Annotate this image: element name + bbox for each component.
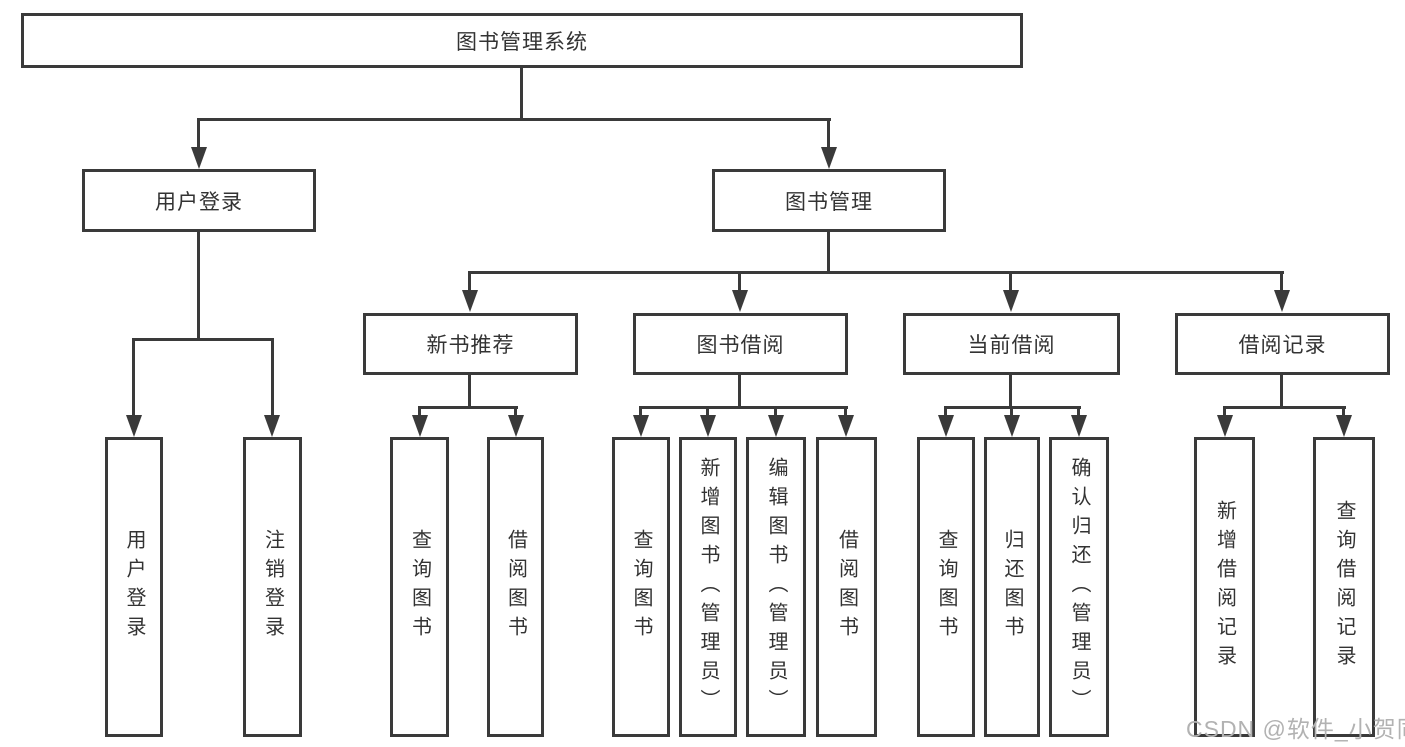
connector-currentborrow-stem: [1009, 375, 1012, 409]
arrow-leaf: [1004, 415, 1020, 437]
leaf-borrow-books-2: 借阅图书: [816, 437, 877, 737]
arrow-book-mgmt: [821, 147, 837, 169]
connector-newbook-stem: [468, 375, 471, 409]
leaf-confirm-return-admin-label: 确认归还（管理员）: [1068, 456, 1090, 718]
connector-bookborrow-bar: [639, 406, 848, 409]
leaf-edit-books-admin: 编辑图书（管理员）: [746, 437, 806, 737]
leaf-add-books-admin: 新增图书（管理员）: [679, 437, 737, 737]
leaf-add-borrow-record-label: 新增借阅记录: [1213, 500, 1236, 674]
leaf-query-books-1-label: 查询图书: [408, 529, 431, 645]
connector-drop-leaf: [774, 406, 777, 417]
arrow-leaf: [938, 415, 954, 437]
node-root-label: 图书管理系统: [456, 30, 588, 54]
leaf-query-books-2: 查询图书: [612, 437, 670, 737]
connector-userlogin-stem: [197, 232, 200, 341]
connector-drop-leaf: [639, 406, 642, 417]
leaf-query-borrow-record: 查询借阅记录: [1313, 437, 1375, 737]
connector-newbook-bar: [418, 406, 518, 409]
node-current-borrow-label: 当前借阅: [967, 334, 1056, 357]
connector-drop-leaf: [1223, 406, 1226, 417]
connector-drop-current-borrow: [1009, 271, 1012, 295]
arrow-book-borrow: [732, 290, 748, 312]
node-book-mgmt: 图书管理: [712, 169, 946, 232]
leaf-logout: 注销登录: [243, 437, 302, 737]
connector-drop-leaf: [514, 406, 517, 417]
node-root: 图书管理系统: [21, 13, 1023, 68]
leaf-user-login-label: 用户登录: [123, 529, 145, 645]
arrow-leaf: [633, 415, 649, 437]
connector-drop-leaf: [1010, 406, 1013, 417]
leaf-return-books-label: 归还图书: [1001, 529, 1023, 645]
arrow-leaf: [508, 415, 524, 437]
arrow-leaf: [412, 415, 428, 437]
node-current-borrow: 当前借阅: [903, 313, 1120, 375]
arrow-leaf: [1217, 415, 1233, 437]
node-borrow-record-label: 借阅记录: [1238, 334, 1327, 357]
connector-userlogin-bar: [132, 338, 274, 341]
leaf-query-books-2-label: 查询图书: [630, 529, 652, 645]
arrow-user-login: [191, 147, 207, 169]
leaf-return-books: 归还图书: [984, 437, 1040, 737]
arrow-login-leaf: [126, 415, 142, 437]
arrow-logout-leaf: [264, 415, 280, 437]
connector-drop-leaf: [944, 406, 947, 417]
connector-bookmgmt-bar: [468, 271, 1284, 274]
leaf-user-login: 用户登录: [105, 437, 163, 737]
connector-drop-logout-leaf: [271, 338, 274, 418]
leaf-query-books-3: 查询图书: [917, 437, 975, 737]
node-book-borrow-label: 图书借阅: [696, 334, 785, 357]
connector-drop-leaf: [418, 406, 421, 417]
connector-drop-book-mgmt: [827, 118, 830, 150]
arrow-leaf: [838, 415, 854, 437]
arrow-leaf: [700, 415, 716, 437]
arrow-new-book: [462, 290, 478, 312]
arrow-leaf: [1071, 415, 1087, 437]
connector-borrowrecord-bar: [1223, 406, 1346, 409]
node-user-login: 用户登录: [82, 169, 316, 232]
arrow-borrow-record: [1274, 290, 1290, 312]
leaf-edit-books-admin-label: 编辑图书（管理员）: [765, 456, 787, 718]
arrow-leaf: [768, 415, 784, 437]
connector-drop-leaf: [1342, 406, 1345, 417]
connector-drop-leaf: [706, 406, 709, 417]
node-book-borrow: 图书借阅: [633, 313, 848, 375]
connector-drop-new-book: [468, 271, 471, 295]
connector-drop-user-login: [197, 118, 200, 150]
csdn-watermark: CSDN @软件_小贺同学: [1186, 716, 1405, 742]
leaf-query-books-1: 查询图书: [390, 437, 449, 737]
leaf-query-borrow-record-label: 查询借阅记录: [1333, 500, 1355, 674]
arrow-current-borrow: [1003, 290, 1019, 312]
node-new-book: 新书推荐: [363, 313, 578, 375]
connector-root-stem: [520, 68, 523, 121]
node-borrow-record: 借阅记录: [1175, 313, 1390, 375]
leaf-borrow-books-1: 借阅图书: [487, 437, 544, 737]
node-new-book-label: 新书推荐: [426, 334, 515, 357]
leaf-logout-label: 注销登录: [261, 529, 284, 645]
arrow-leaf: [1336, 415, 1352, 437]
leaf-add-borrow-record: 新增借阅记录: [1194, 437, 1255, 737]
leaf-borrow-books-2-label: 借阅图书: [835, 529, 858, 645]
node-user-login-label: 用户登录: [155, 190, 243, 214]
connector-drop-borrow-record: [1280, 271, 1283, 295]
node-book-mgmt-label: 图书管理: [785, 190, 873, 214]
connector-drop-leaf: [1077, 406, 1080, 417]
connector-borrowrecord-stem: [1280, 375, 1283, 409]
leaf-confirm-return-admin: 确认归还（管理员）: [1049, 437, 1109, 737]
connector-drop-login-leaf: [132, 338, 135, 418]
connector-drop-book-borrow: [738, 271, 741, 295]
connector-bookborrow-stem: [738, 375, 741, 409]
connector-root-bar: [197, 118, 831, 121]
connector-bookmgmt-stem: [827, 232, 830, 274]
leaf-add-books-admin-label: 新增图书（管理员）: [697, 456, 719, 718]
leaf-query-books-3-label: 查询图书: [935, 529, 957, 645]
connector-drop-leaf: [844, 406, 847, 417]
leaf-borrow-books-1-label: 借阅图书: [504, 529, 527, 645]
